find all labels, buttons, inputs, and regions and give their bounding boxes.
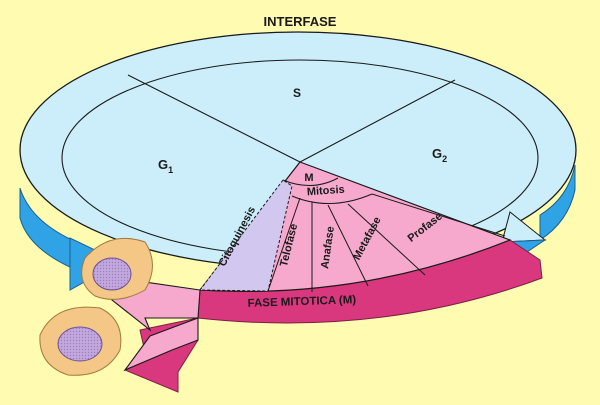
label-s: S — [293, 86, 301, 100]
nucleus-top-dots — [93, 258, 131, 290]
nucleus-bottom-dots — [58, 327, 102, 361]
label-m: M — [304, 172, 313, 184]
title-interfase: INTERFASE — [264, 14, 337, 29]
